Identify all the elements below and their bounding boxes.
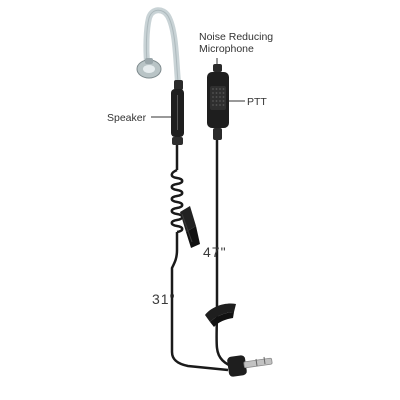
length-label-short: 31": [152, 291, 176, 307]
speaker-housing: [171, 89, 184, 145]
microphone-ptt-unit: [207, 64, 229, 140]
length-label-long: 47": [203, 244, 227, 260]
ptt-label: PTT: [247, 96, 267, 108]
speaker-label: Speaker: [107, 112, 147, 124]
earbud-icon: [136, 58, 162, 79]
mic-label-line1: Noise Reducing: [199, 31, 273, 43]
clothing-clip-upper: [180, 206, 200, 248]
clothing-clip-lower: [205, 303, 236, 327]
mic-label-line2: Microphone: [199, 43, 254, 55]
coiled-cable: [170, 168, 184, 234]
audio-plug-connector: [227, 355, 273, 377]
